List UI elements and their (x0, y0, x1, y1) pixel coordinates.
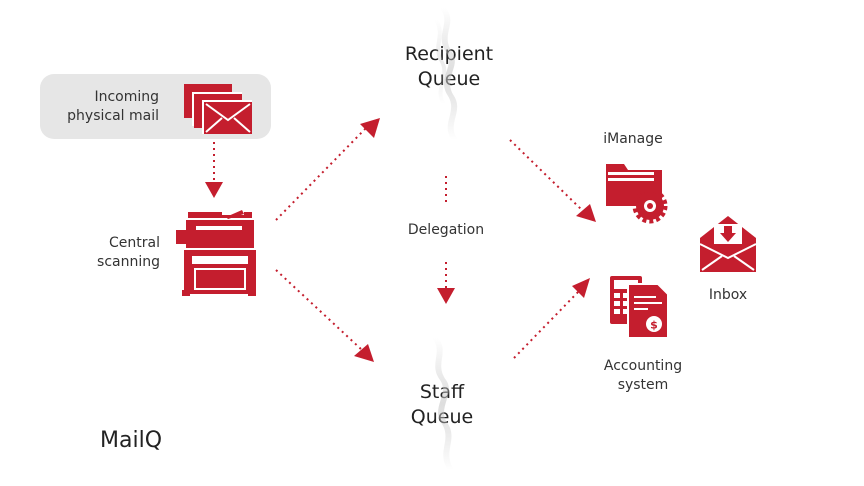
arrow-scanning-to-recipient (275, 127, 367, 221)
printer-scanner-icon (176, 210, 256, 296)
accounting-system-label-line2: system (617, 377, 669, 393)
flow-arrows (213, 127, 585, 359)
central-scanning-label-line1: Central (109, 235, 160, 251)
central-scanning-label: Central scanning (60, 234, 160, 272)
envelope-stack-icon (184, 84, 252, 134)
arrowhead-mail-to-scanning (205, 182, 223, 198)
inbox-envelope-icon (699, 216, 757, 272)
arrow-staff-to-accounting (513, 289, 581, 359)
staff-queue-wisp (432, 338, 454, 470)
arrowheads (205, 118, 596, 362)
recipient-queue-wisp (434, 8, 458, 140)
arrowhead-scanning-to-recipient (360, 118, 380, 138)
brand-logo-text: MailQ (100, 428, 163, 453)
inbox-label: Inbox (708, 287, 748, 303)
imanage-label: iManage (603, 131, 663, 147)
incoming-mail-label-line2: physical mail (67, 108, 159, 124)
incoming-mail-label-line1: Incoming (94, 89, 159, 105)
accounting-system-label: Accounting system (583, 357, 703, 395)
arrowhead-scanning-to-staff (354, 344, 374, 362)
arrow-recipient-to-imanage (509, 139, 585, 213)
folder-gear-icon (606, 164, 668, 224)
central-scanning-label-line2: scanning (97, 254, 160, 270)
incoming-mail-label: Incoming physical mail (40, 88, 159, 126)
staff-queue-label-line1: Staff (419, 381, 465, 403)
arrowhead-recipient-to-imanage (576, 204, 596, 222)
arrow-scanning-to-staff (275, 269, 363, 351)
arrowhead-staff-to-accounting (572, 278, 590, 298)
delegation-label: Delegation (407, 222, 485, 238)
accounting-system-label-line1: Accounting (603, 358, 683, 374)
svg-text:$: $ (650, 319, 658, 332)
calculator-invoice-icon: $ (610, 276, 669, 339)
arrowhead-delegation-to-staff (437, 288, 455, 304)
